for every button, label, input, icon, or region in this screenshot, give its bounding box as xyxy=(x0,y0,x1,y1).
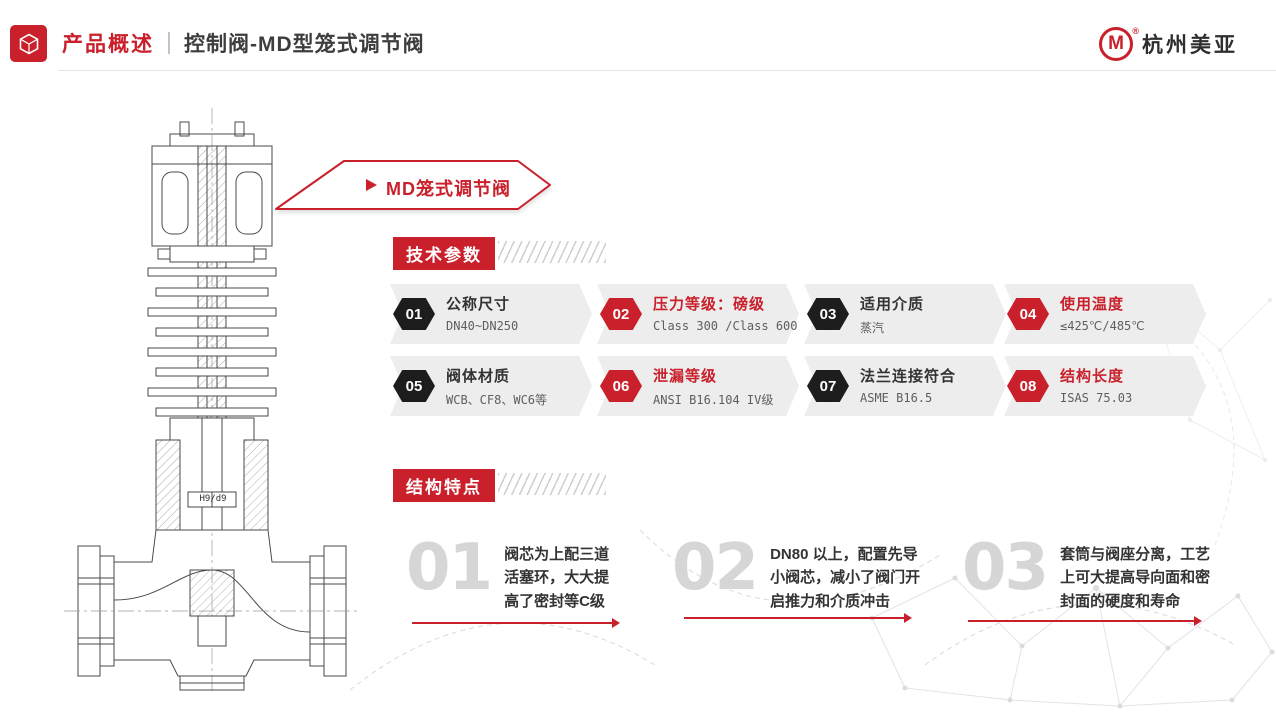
param-title: 公称尺寸 xyxy=(446,296,511,313)
feature-text: 阀芯为上配三道活塞环，大大提高了密封等C级 xyxy=(504,546,610,610)
arrow-right-icon xyxy=(968,616,1202,626)
brand-name: 杭州美亚 xyxy=(1142,34,1238,57)
logo-letter: M xyxy=(1108,33,1124,54)
number-badge: 04 xyxy=(1007,298,1049,330)
param-value: ASME B16.5 xyxy=(860,391,933,405)
number-badge: 01 xyxy=(393,298,435,330)
feature-number: 03 xyxy=(962,531,1049,605)
title-divider xyxy=(168,32,170,54)
number-badge: 03 xyxy=(807,298,849,330)
number-badge: 05 xyxy=(393,370,435,402)
arrow-right-icon xyxy=(684,613,912,623)
param-item: 05 阀体材质 WCB、CF8、WC6等 xyxy=(390,356,592,416)
param-title: 结构长度 xyxy=(1060,368,1125,385)
logo-circle-icon: M ® xyxy=(1099,26,1139,61)
param-value: WCB、CF8、WC6等 xyxy=(446,393,548,407)
valve-technical-drawing xyxy=(64,108,360,692)
param-item: 04 使用温度 ≤425℃/485℃ xyxy=(1004,284,1206,344)
registered-mark: ® xyxy=(1132,26,1139,36)
number-badge: 07 xyxy=(807,370,849,402)
number-badge: 06 xyxy=(600,370,642,402)
feature-item: 02 DN80 以上，配置先导小阀芯，减小了阀门开启推力和介质冲击 xyxy=(672,531,922,613)
feature-text: 套筒与阀座分离，工艺上可大提高导向面和密封面的硬度和寿命 xyxy=(1060,546,1211,610)
tolerance-label: H9/d9 xyxy=(199,494,227,504)
param-item: 01 公称尺寸 DN40~DN250 xyxy=(390,284,592,344)
param-value: Class 300 /Class 600 xyxy=(653,319,798,333)
param-item: 07 法兰连接符合 ASME B16.5 xyxy=(804,356,1006,416)
number-badge: 08 xyxy=(1007,370,1049,402)
ribbon-label: MD笼式调节阀 xyxy=(386,179,511,199)
param-title: 阀体材质 xyxy=(446,368,511,385)
section-label-tech-params: 技术参数 xyxy=(393,237,495,270)
feature-number: 02 xyxy=(672,531,759,605)
feature-text: DN80 以上，配置先导小阀芯，减小了阀门开启推力和介质冲击 xyxy=(770,546,921,610)
cube-icon xyxy=(10,25,47,62)
param-item: 08 结构长度 ISAS 75.03 xyxy=(1004,356,1206,416)
page-header: 产品概述 控制阀-MD型笼式调节阀 xyxy=(62,28,425,58)
header-rule xyxy=(58,70,1276,71)
hatch-marks xyxy=(498,473,606,495)
param-title: 使用温度 xyxy=(1060,296,1125,313)
param-title: 法兰连接符合 xyxy=(860,368,957,385)
param-value: ≤425℃/485℃ xyxy=(1060,319,1145,333)
ribbon: MD笼式调节阀 xyxy=(262,158,562,214)
ribbon-shape xyxy=(275,160,551,210)
feature-item: 03 套筒与阀座分离，工艺上可大提高导向面和密封面的硬度和寿命 xyxy=(962,531,1214,613)
param-value: ISAS 75.03 xyxy=(1060,391,1133,405)
play-triangle-icon xyxy=(366,179,377,191)
feature-number: 01 xyxy=(406,531,493,605)
feature-item: 01 阀芯为上配三道活塞环，大大提高了密封等C级 xyxy=(406,531,618,613)
arrow-right-icon xyxy=(412,618,620,628)
number-badge: 02 xyxy=(600,298,642,330)
param-value: DN40~DN250 xyxy=(446,319,519,333)
page-subtitle: 控制阀-MD型笼式调节阀 xyxy=(184,33,425,56)
param-item: 02 压力等级：磅级 Class 300 /Class 600 xyxy=(597,284,799,344)
param-title: 泄漏等级 xyxy=(653,368,718,385)
param-value: ANSI B16.104 IV级 xyxy=(653,393,774,407)
param-title: 适用介质 xyxy=(860,296,925,313)
page-title: 产品概述 xyxy=(62,33,154,56)
param-item: 06 泄漏等级 ANSI B16.104 IV级 xyxy=(597,356,799,416)
param-value: 蒸汽 xyxy=(860,321,885,335)
section-label-features: 结构特点 xyxy=(393,469,495,502)
hatch-marks xyxy=(498,241,606,263)
param-title: 压力等级：磅级 xyxy=(653,296,766,313)
param-item: 03 适用介质 蒸汽 xyxy=(804,284,1006,344)
brand-logo: M ® 杭州美亚 xyxy=(1099,26,1238,61)
